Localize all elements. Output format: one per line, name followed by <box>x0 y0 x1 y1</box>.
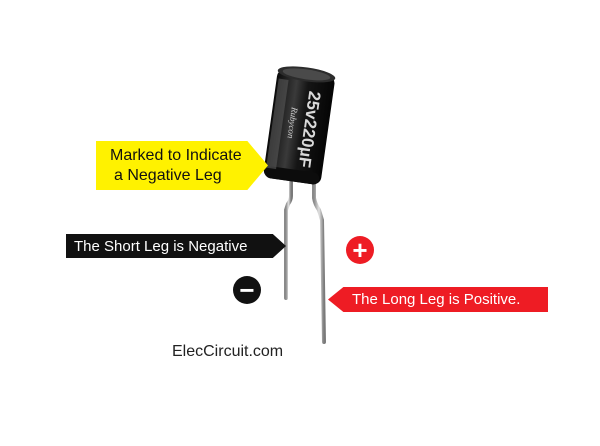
long-leg-label: The Long Leg is Positive. <box>352 291 521 308</box>
long-leg-callout: The Long Leg is Positive. <box>328 287 548 312</box>
negative-marking-callout: Marked to Indicate a Negative Leg <box>96 141 268 190</box>
minus-icon: − <box>233 276 261 304</box>
negative-marking-line-2: a Negative Leg <box>114 166 222 184</box>
short-leg-label: The Short Leg is Negative <box>74 237 248 255</box>
negative-sign-glyph: − <box>239 275 255 305</box>
plus-icon: + <box>346 236 374 264</box>
negative-marking-stripe <box>266 78 289 170</box>
short-leg-callout: The Short Leg is Negative <box>66 234 286 258</box>
capacitor-brand: Rubycon <box>285 106 299 140</box>
capacitor-body: 25v220µF Rubycon <box>263 66 336 185</box>
short-leg-negative <box>284 178 293 300</box>
long-leg-positive <box>312 178 326 344</box>
positive-sign-glyph: + <box>352 235 368 265</box>
negative-marking-line-1: Marked to Indicate <box>110 146 242 164</box>
site-watermark: ElecCircuit.com <box>172 343 284 360</box>
